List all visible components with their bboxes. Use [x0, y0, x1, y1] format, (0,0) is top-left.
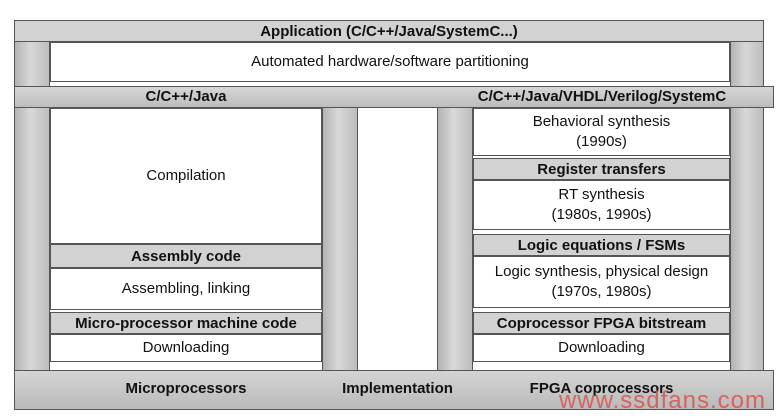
logic-line2: (1970s, 1980s)	[551, 283, 652, 300]
language-beam	[14, 86, 774, 108]
logic-equations-band: Logic equations / FSMs	[473, 234, 730, 256]
compilation-box: Compilation	[50, 108, 322, 244]
register-transfers-label: Register transfers	[537, 160, 666, 178]
left-header-label: C/C++/Java	[145, 88, 227, 105]
implementation-base	[14, 370, 774, 410]
application-beam: Application (C/C++/Java/SystemC...)	[14, 20, 764, 42]
assembly-code-band: Assembly code	[50, 244, 322, 268]
bitstream-label: Coprocessor FPGA bitstream	[496, 314, 707, 332]
assembling-label: Assembling, linking	[121, 280, 251, 297]
left-inner-pillar	[322, 106, 358, 372]
microprocessors-label: Microprocessors	[125, 380, 247, 397]
behavioral-line1: Behavioral synthesis	[532, 113, 671, 130]
right-inner-pillar	[437, 106, 473, 372]
right-header-label: C/C++/Java/VHDL/Verilog/SystemC	[477, 88, 727, 105]
bitstream-band: Coprocessor FPGA bitstream	[473, 312, 730, 334]
rt-synthesis-box: RT synthesis (1980s, 1990s)	[473, 180, 730, 230]
right-downloading-box: Downloading	[473, 334, 730, 362]
logic-equations-label: Logic equations / FSMs	[517, 236, 686, 254]
partitioning-box: Automated hardware/software partitioning	[50, 42, 730, 82]
rt-line2: (1980s, 1990s)	[551, 206, 652, 223]
assembly-code-label: Assembly code	[130, 247, 242, 265]
left-downloading-box: Downloading	[50, 334, 322, 362]
machine-code-label: Micro-processor machine code	[75, 314, 297, 332]
partitioning-label: Automated hardware/software partitioning	[251, 53, 529, 70]
right-downloading-label: Downloading	[558, 339, 645, 356]
register-transfers-band: Register transfers	[473, 158, 730, 180]
fpga-coprocessors-label: FPGA coprocessors	[529, 380, 674, 397]
left-downloading-label: Downloading	[142, 339, 230, 356]
watermark-text: www.ssdfans.com	[558, 387, 766, 414]
assembling-box: Assembling, linking	[50, 268, 322, 310]
logic-line1: Logic synthesis, physical design	[494, 263, 709, 280]
implementation-label: Implementation	[342, 380, 453, 397]
behavioral-line2: (1990s)	[576, 133, 627, 150]
behavioral-synthesis-box: Behavioral synthesis (1990s)	[473, 108, 730, 156]
application-label: Application (C/C++/Java/SystemC...)	[260, 22, 518, 40]
compilation-label: Compilation	[146, 167, 226, 184]
machine-code-band: Micro-processor machine code	[50, 312, 322, 334]
rt-line1: RT synthesis	[558, 186, 645, 203]
logic-synthesis-box: Logic synthesis, physical design (1970s,…	[473, 256, 730, 308]
